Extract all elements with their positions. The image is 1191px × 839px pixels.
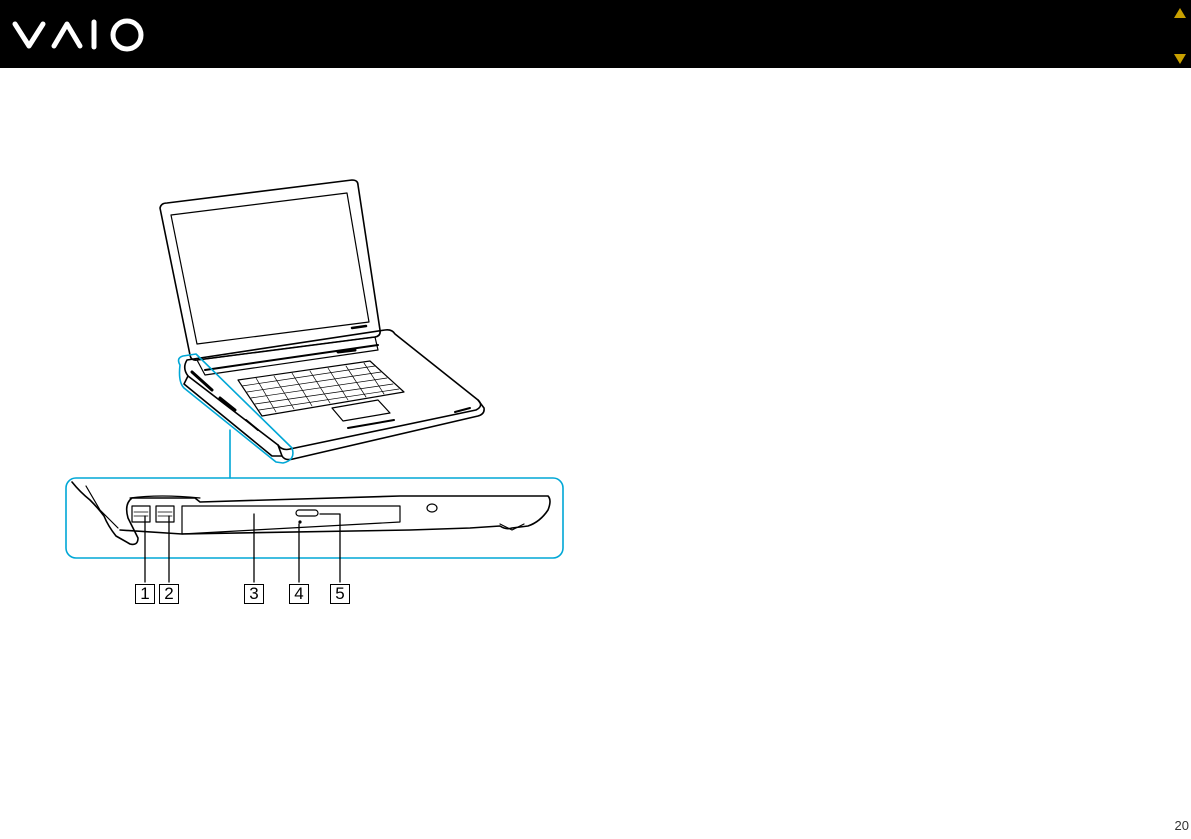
detail-view-box [66, 478, 563, 558]
callout-1: 1 [135, 584, 155, 604]
laptop-lid [160, 180, 380, 360]
side-profile [72, 482, 550, 544]
page-number: 20 [1175, 818, 1189, 833]
triangle-down-icon[interactable] [1174, 54, 1186, 64]
vaio-logo [12, 14, 152, 54]
laptop-base [185, 330, 481, 450]
triangle-up-icon[interactable] [1174, 8, 1186, 18]
callout-5: 5 [330, 584, 350, 604]
laptop-screen [171, 193, 369, 344]
callout-2: 2 [159, 584, 179, 604]
page-nav-arrows [1173, 6, 1187, 66]
header-bar [0, 0, 1191, 68]
callout-4: 4 [289, 584, 309, 604]
laptop-left-side-illustration [0, 68, 620, 628]
callout-3: 3 [244, 584, 264, 604]
